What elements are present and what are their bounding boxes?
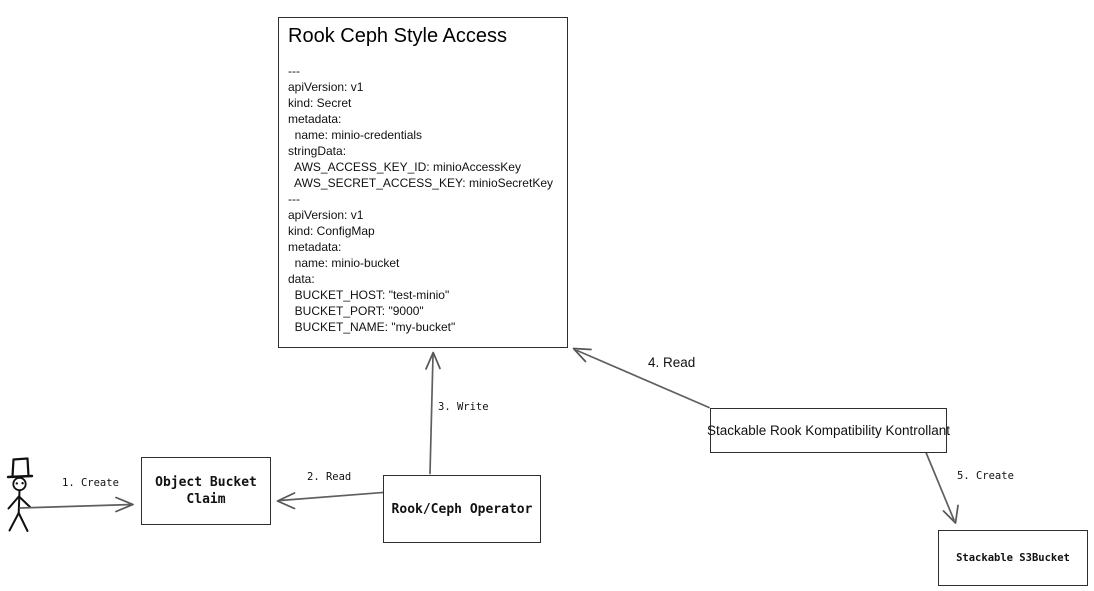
arrow-1-create [19, 496, 134, 513]
node-stackable-s3bucket: Stackable S3Bucket [938, 530, 1088, 586]
node-label: Object Bucket Claim [155, 475, 257, 507]
edge-label-2-read: 2. Read [307, 471, 352, 483]
arrow-5-create [925, 451, 959, 524]
arrow-2-read [276, 491, 384, 510]
user-stick-figure-icon [6, 457, 34, 532]
yaml-manifest-text: --- apiVersion: v1 kind: Secret metadata… [288, 64, 553, 334]
node-object-bucket-claim: Object Bucket Claim [141, 457, 271, 525]
node-label: Rook/Ceph Operator [391, 501, 533, 517]
arrow-4-read [572, 347, 710, 409]
node-label: Stackable Rook Kompatibility Kontrollant [706, 423, 951, 438]
arrow-3-write [425, 351, 441, 475]
node-rook-ceph-operator: Rook/Ceph Operator [383, 475, 541, 543]
main-box-title: Rook Ceph Style Access [288, 25, 507, 47]
edge-label-3-write: 3. Write [438, 401, 489, 413]
node-label: Stackable S3Bucket [956, 552, 1070, 564]
node-stackable-rook-kompatibility-kontrollant: Stackable Rook Kompatibility Kontrollant [706, 408, 951, 453]
edge-label-5-create: 5. Create [957, 470, 1014, 482]
edge-label-1-create: 1. Create [62, 477, 119, 489]
node-rook-ceph-style-access: Rook Ceph Style Access --- apiVersion: v… [278, 17, 568, 348]
edge-label-4-read: 4. Read [648, 355, 696, 370]
